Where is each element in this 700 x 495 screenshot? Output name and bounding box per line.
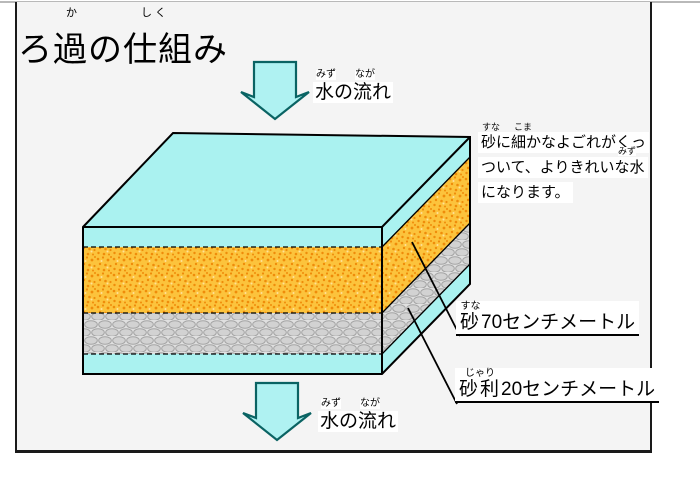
sand-label-name: 砂 bbox=[460, 312, 482, 333]
gravel-layer-front bbox=[83, 313, 382, 354]
flow-label-top: 水の流れ bbox=[313, 82, 394, 103]
title-ruby-shiku: しく bbox=[141, 7, 169, 19]
water-layer-front-upper bbox=[83, 227, 382, 247]
sand-label-ruby: すな bbox=[460, 301, 481, 312]
sand-layer-side bbox=[382, 157, 470, 313]
gravel-measurement-label: じゃり 砂利 20センチメートル bbox=[455, 368, 660, 403]
flow-label-bottom: 水の流れ bbox=[318, 411, 399, 432]
sand-callout-line bbox=[411, 241, 461, 337]
flow-bottom-ruby-naga: なが bbox=[360, 398, 380, 409]
sand-layer-front bbox=[83, 247, 382, 313]
note-line-1: 砂に細かなよごれがくっ bbox=[478, 132, 650, 153]
layer-boundaries-front bbox=[83, 246, 382, 355]
water-flow-down-arrow-bottom-icon bbox=[242, 381, 312, 442]
gravel-label-name: 砂利 bbox=[459, 379, 502, 400]
gravel-label-ruby: じゃり bbox=[465, 368, 495, 379]
sand-measurement-label: すな 砂 70センチメートル bbox=[456, 301, 640, 336]
note-line-3: になります。 bbox=[478, 182, 573, 203]
gravel-layer-side bbox=[382, 223, 470, 354]
note-text: 砂に細かなよごれがくっ ついて、よりきれいな水 になります。 bbox=[478, 132, 650, 207]
sand-label-thickness: 70センチメートル bbox=[481, 312, 636, 333]
note-ruby-koma: こま bbox=[514, 122, 533, 132]
filter-box-outline bbox=[82, 131, 471, 375]
note-ruby-mizu: みず bbox=[618, 146, 637, 156]
flow-bottom-ruby-mizu: みず bbox=[321, 398, 341, 409]
page-title: ろ過の仕組み bbox=[18, 31, 228, 69]
flow-top-ruby-mizu: みず bbox=[316, 69, 336, 80]
note-line-2: ついて、よりきれいな水 bbox=[478, 157, 648, 178]
gravel-callout-line bbox=[407, 307, 458, 405]
water-layer-side-lower bbox=[382, 264, 470, 374]
water-layer-front-lower bbox=[83, 354, 382, 374]
water-layer-top-face bbox=[83, 133, 470, 227]
title-ruby-ka: か bbox=[66, 7, 77, 19]
note-ruby-suna: すな bbox=[482, 122, 501, 132]
flow-top-ruby-naga: なが bbox=[355, 69, 375, 80]
gravel-label-thickness: 20センチメートル bbox=[501, 379, 656, 400]
water-flow-down-arrow-top-icon bbox=[240, 60, 310, 121]
water-layer-side-upper bbox=[382, 137, 470, 247]
